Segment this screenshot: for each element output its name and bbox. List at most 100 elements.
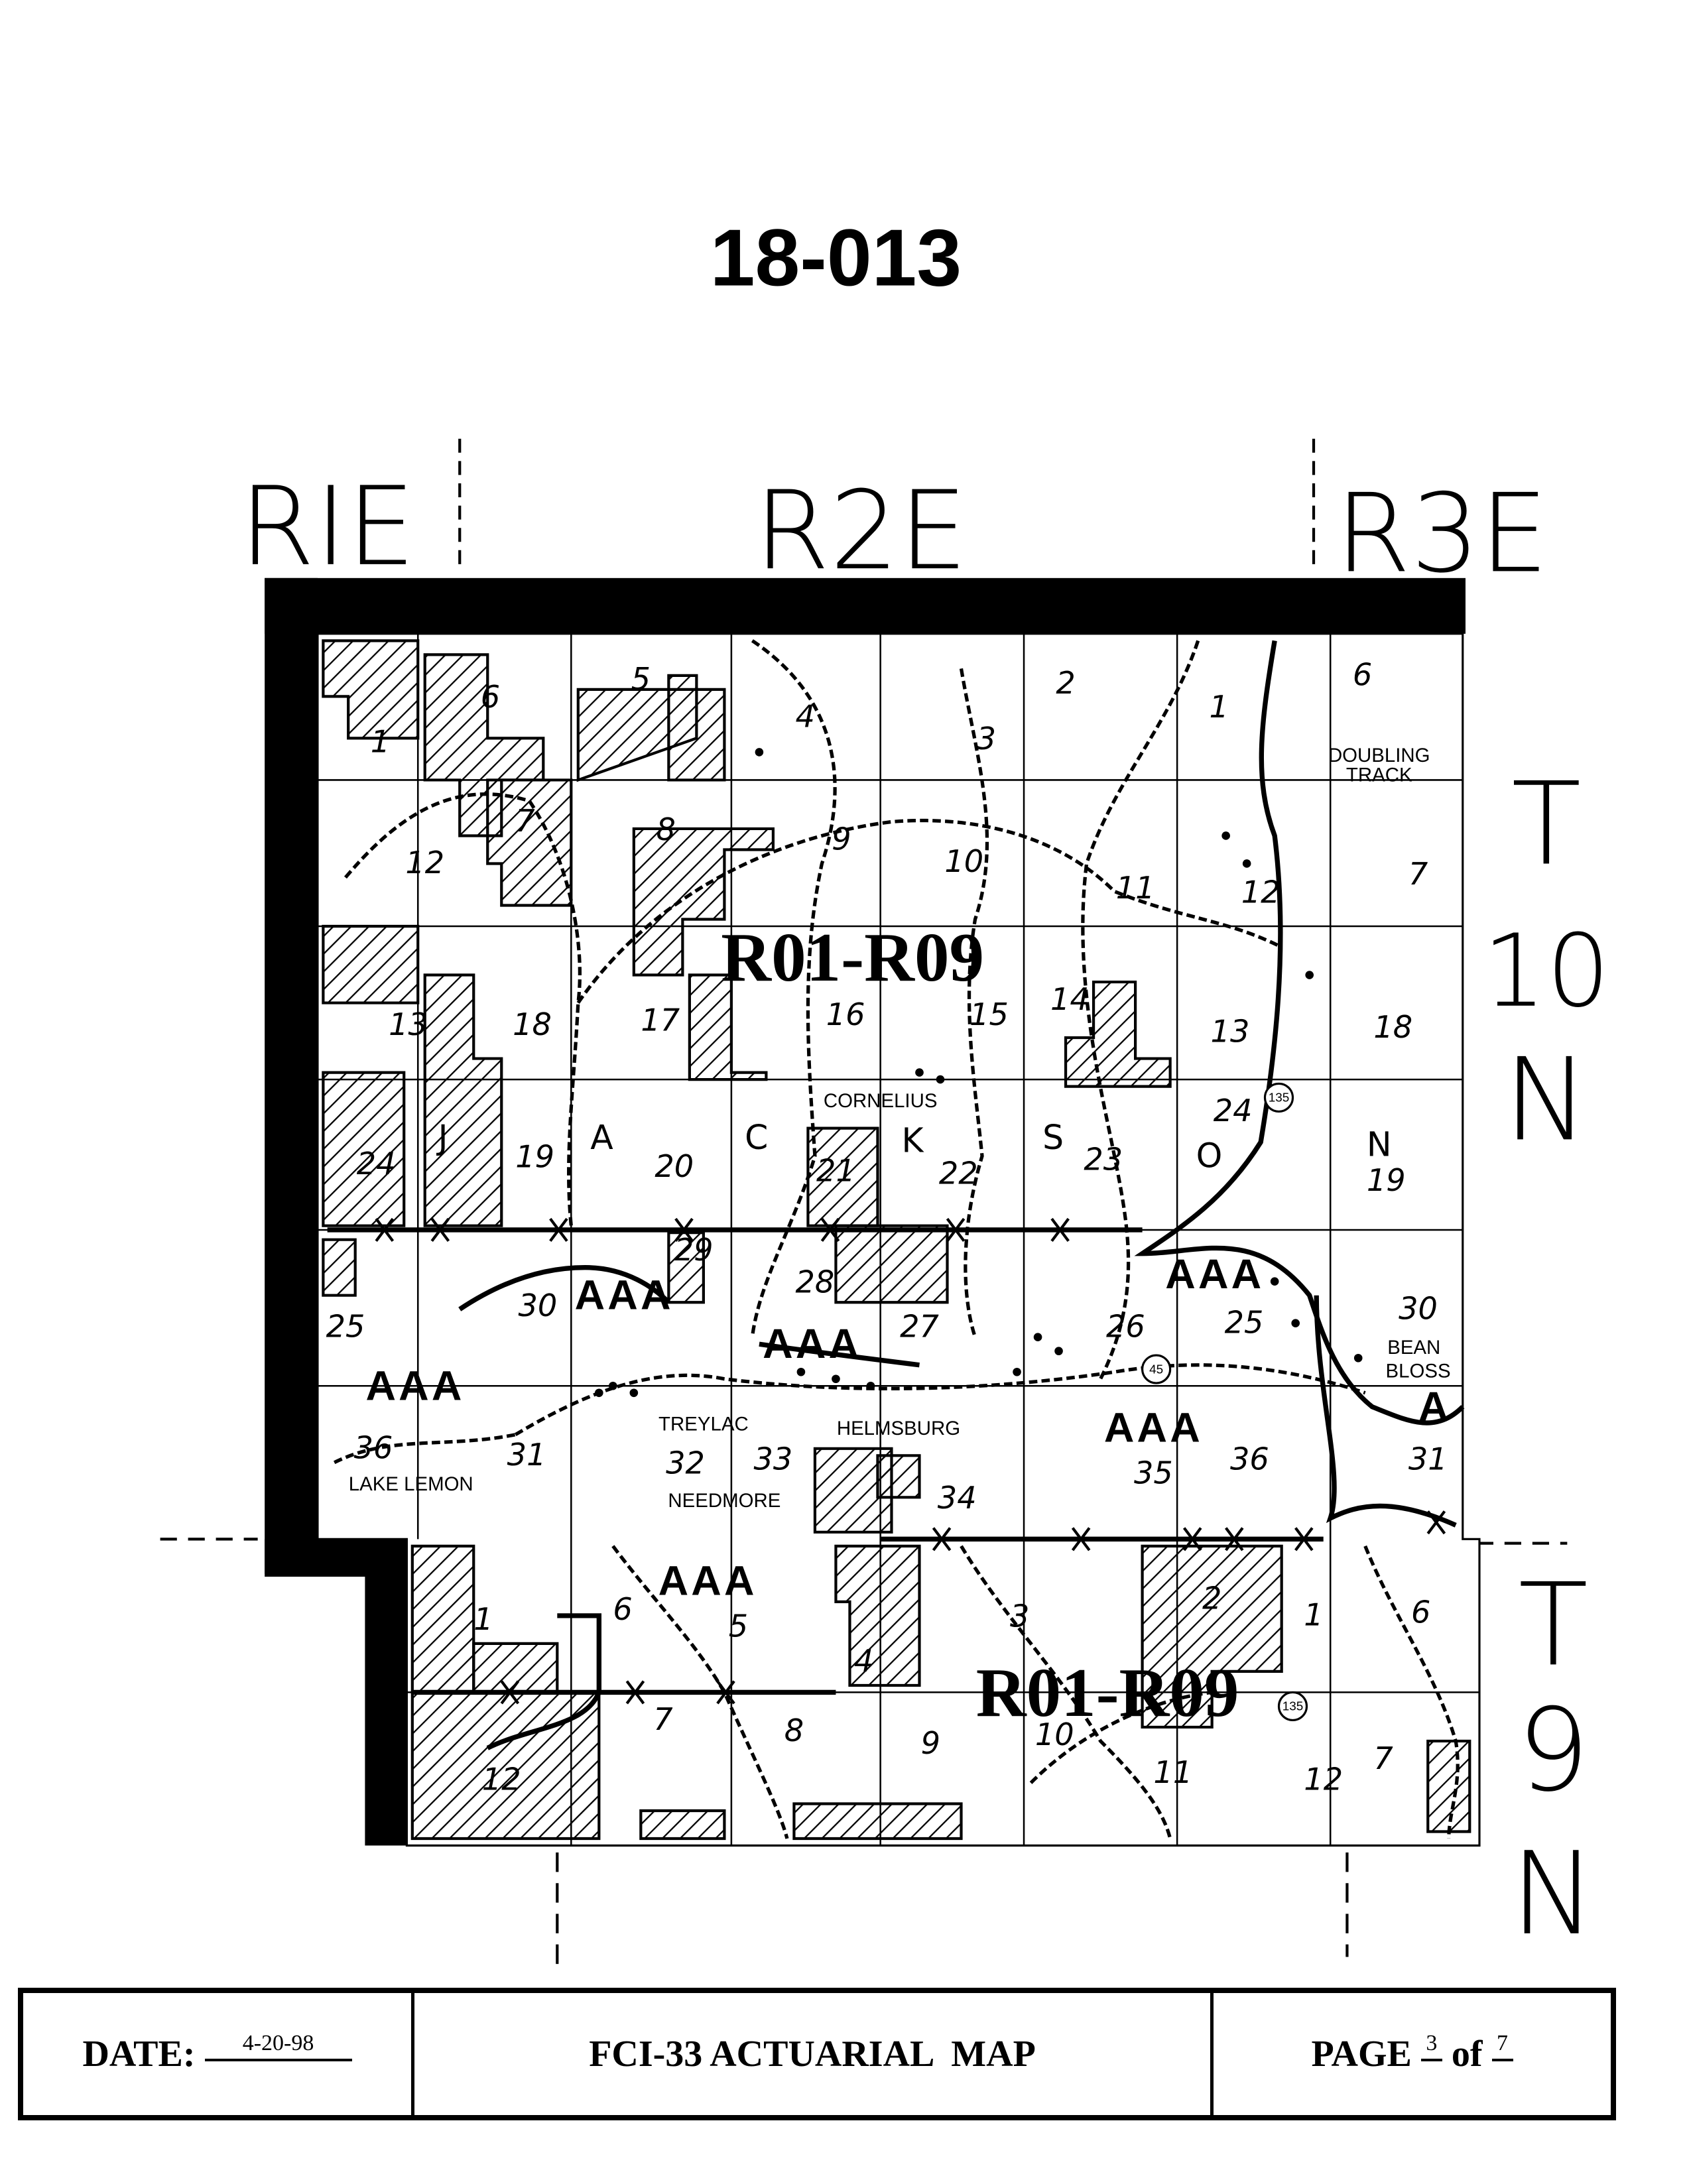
section-number: 36 bbox=[354, 1429, 393, 1465]
section-number: 2 bbox=[1202, 1580, 1221, 1616]
section-number: 34 bbox=[938, 1480, 977, 1516]
roads bbox=[334, 639, 1460, 1839]
town-label: TRACK bbox=[1346, 764, 1412, 786]
section-number: 27 bbox=[900, 1309, 939, 1345]
town-label: TREYLAC bbox=[658, 1413, 749, 1435]
section-number: 16 bbox=[826, 997, 865, 1032]
section-number: 5 bbox=[729, 1608, 748, 1644]
title-block: DATE: 4-20-98 FCI-33 ACTUARIAL MAP PAGE … bbox=[18, 1988, 1616, 2120]
route-number: 45 bbox=[1149, 1363, 1163, 1376]
section-number: 19 bbox=[1367, 1162, 1406, 1198]
section-number: 33 bbox=[754, 1441, 793, 1477]
section-number: 7 bbox=[1373, 1740, 1393, 1776]
page-total: 7 bbox=[1491, 2031, 1513, 2061]
section-number: 18 bbox=[513, 1006, 552, 1042]
zone-label-north: R01-R09 bbox=[721, 918, 984, 996]
aaa-marker: AAA bbox=[658, 1557, 757, 1604]
section-number: 6 bbox=[1353, 657, 1372, 693]
rate-letter: A bbox=[590, 1118, 613, 1157]
page-label: PAGE bbox=[1311, 2033, 1412, 2075]
section-number: 23 bbox=[1084, 1142, 1123, 1178]
town-label: BEAN bbox=[1387, 1337, 1440, 1359]
highways bbox=[327, 640, 1465, 1750]
section-number: 7 bbox=[653, 1701, 672, 1737]
section-number: 29 bbox=[674, 1232, 714, 1268]
section-number: 13 bbox=[389, 1006, 428, 1042]
map-title: FCI-33 ACTUARIAL MAP bbox=[589, 2033, 1036, 2075]
township-t9n-num: 9 bbox=[1517, 1683, 1590, 1817]
town-label: CORNELIUS bbox=[824, 1090, 938, 1112]
section-number: 11 bbox=[1153, 1754, 1192, 1790]
range-label-r1e: RIE bbox=[239, 463, 416, 590]
township-t10n-num: 10 bbox=[1483, 913, 1610, 1030]
route-number: 135 bbox=[1269, 1091, 1290, 1105]
section-number: 12 bbox=[1241, 874, 1281, 910]
section-number: 6 bbox=[613, 1591, 632, 1627]
page-of: of bbox=[1451, 2033, 1483, 2075]
township-t10n-n: N bbox=[1503, 1033, 1589, 1166]
section-number: 3 bbox=[977, 721, 996, 757]
range-label-r3e: R3E bbox=[1335, 470, 1548, 597]
boundary-x-marks bbox=[375, 1217, 1446, 1705]
section-number: 15 bbox=[969, 997, 1009, 1032]
rate-letter: N bbox=[1367, 1125, 1392, 1164]
section-number: 12 bbox=[482, 1761, 521, 1797]
page-current: 3 bbox=[1420, 2031, 1442, 2061]
rate-letter: J bbox=[436, 1118, 448, 1157]
page-cell: PAGE 3 of 7 bbox=[1214, 1993, 1611, 2115]
section-number: 2 bbox=[1056, 665, 1075, 701]
route-shield-icon bbox=[1277, 1691, 1308, 1722]
title-cell: FCI-33 ACTUARIAL MAP bbox=[414, 1993, 1214, 2115]
date-value: 4-20-98 bbox=[204, 2031, 352, 2061]
date-cell: DATE: 4-20-98 bbox=[23, 1993, 414, 2115]
aaa-marker: AAA bbox=[1165, 1251, 1264, 1298]
section-number: 11 bbox=[1116, 870, 1155, 906]
section-number: 5 bbox=[631, 661, 651, 697]
date-label: DATE: bbox=[82, 2033, 196, 2075]
map-heavy-border bbox=[265, 577, 1466, 1846]
section-number: 6 bbox=[481, 679, 500, 715]
town-label: DOUBLING bbox=[1328, 745, 1430, 766]
section-number: 10 bbox=[944, 843, 983, 879]
section-number: 32 bbox=[666, 1445, 705, 1481]
hatched-areas bbox=[322, 639, 1471, 1841]
section-number: 1 bbox=[1304, 1597, 1323, 1633]
route-shield-icon bbox=[1141, 1354, 1172, 1384]
rate-letter: K bbox=[901, 1121, 924, 1160]
section-number: 4 bbox=[796, 699, 815, 735]
section-number: 14 bbox=[1050, 981, 1090, 1017]
aaa-marker: AAA bbox=[1104, 1404, 1203, 1451]
section-number: 22 bbox=[939, 1156, 978, 1191]
section-number: 24 bbox=[1214, 1093, 1253, 1128]
section-number: 6 bbox=[1411, 1594, 1430, 1630]
town-label: LAKE LEMON bbox=[349, 1473, 473, 1495]
section-number: 9 bbox=[832, 821, 851, 857]
section-number: 8 bbox=[656, 812, 675, 847]
township-t10n-t: T bbox=[1511, 757, 1581, 890]
house-dots bbox=[595, 748, 1363, 1398]
township-t9n-t: T bbox=[1519, 1558, 1588, 1691]
section-number: 8 bbox=[784, 1713, 804, 1748]
section-number: 35 bbox=[1134, 1455, 1173, 1490]
rate-letter: O bbox=[1196, 1136, 1223, 1175]
section-number: 12 bbox=[1304, 1761, 1343, 1797]
section-number: 30 bbox=[518, 1288, 557, 1323]
rate-letter: C bbox=[745, 1118, 768, 1157]
section-number: 25 bbox=[1225, 1304, 1264, 1340]
aaa-marker: AAA bbox=[763, 1321, 861, 1367]
section-number: 26 bbox=[1106, 1309, 1145, 1345]
section-number: 9 bbox=[921, 1725, 940, 1761]
section-number: 10 bbox=[1035, 1717, 1074, 1752]
section-number: 21 bbox=[816, 1152, 855, 1188]
section-number: 7 bbox=[515, 803, 534, 839]
section-number: 28 bbox=[796, 1264, 835, 1300]
section-number: 4 bbox=[854, 1643, 873, 1679]
zone-label-south: R01-R09 bbox=[976, 1654, 1239, 1731]
